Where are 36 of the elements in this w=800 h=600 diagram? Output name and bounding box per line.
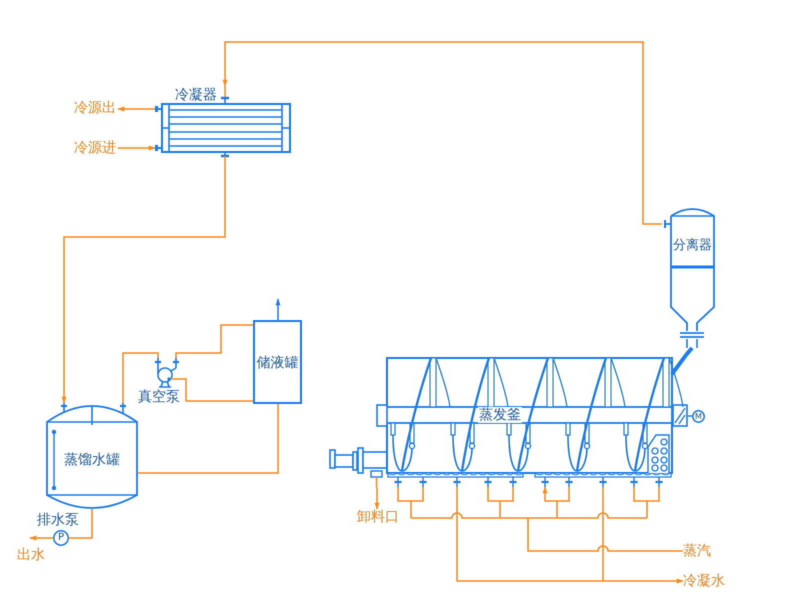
equipment-label: 分离器 — [672, 238, 713, 254]
flow-label: 蒸汽 — [683, 543, 713, 559]
distilled-water-tank — [46, 403, 138, 509]
vacuum-pump-symbol — [154, 358, 180, 388]
pipe-line — [180, 378, 253, 402]
flow-arrow — [118, 146, 156, 150]
flow-arrow — [222, 41, 662, 225]
flow-label: 卸料口 — [357, 509, 401, 525]
equipment-label: 蒸馏水罐 — [63, 452, 121, 468]
drive-line — [688, 415, 692, 417]
pipe-line — [69, 509, 93, 539]
flow-arrow — [29, 536, 53, 540]
pump-symbol — [53, 530, 69, 546]
flow-arrow — [117, 106, 155, 112]
flow-label: 冷凝水 — [683, 573, 727, 589]
equipment-caption: 排水泵 — [37, 512, 79, 528]
pipe-line — [138, 404, 279, 474]
flow-arrow — [276, 298, 280, 320]
heat-exchanger — [155, 86, 293, 158]
equipment-label: 储液罐 — [256, 355, 300, 371]
motor-letter: M — [694, 412, 703, 421]
flow-arrow — [397, 486, 684, 552]
separator-vessel — [662, 208, 716, 348]
flow-label: 出水 — [17, 547, 47, 563]
flow-label: 冷源出 — [74, 100, 118, 116]
pump-letter: P — [56, 532, 66, 544]
flow-arrow — [374, 487, 380, 510]
storage-tank — [253, 320, 302, 404]
pipe-line — [175, 324, 253, 358]
pipe-line — [122, 352, 159, 403]
flow-label: 冷源进 — [74, 140, 118, 156]
pipe-line — [684, 346, 694, 356]
flow-arrow — [62, 158, 226, 404]
equipment-caption: 真空泵 — [138, 389, 180, 405]
flow-arrow — [456, 486, 684, 584]
equipment-label: 冷凝器 — [175, 87, 217, 103]
